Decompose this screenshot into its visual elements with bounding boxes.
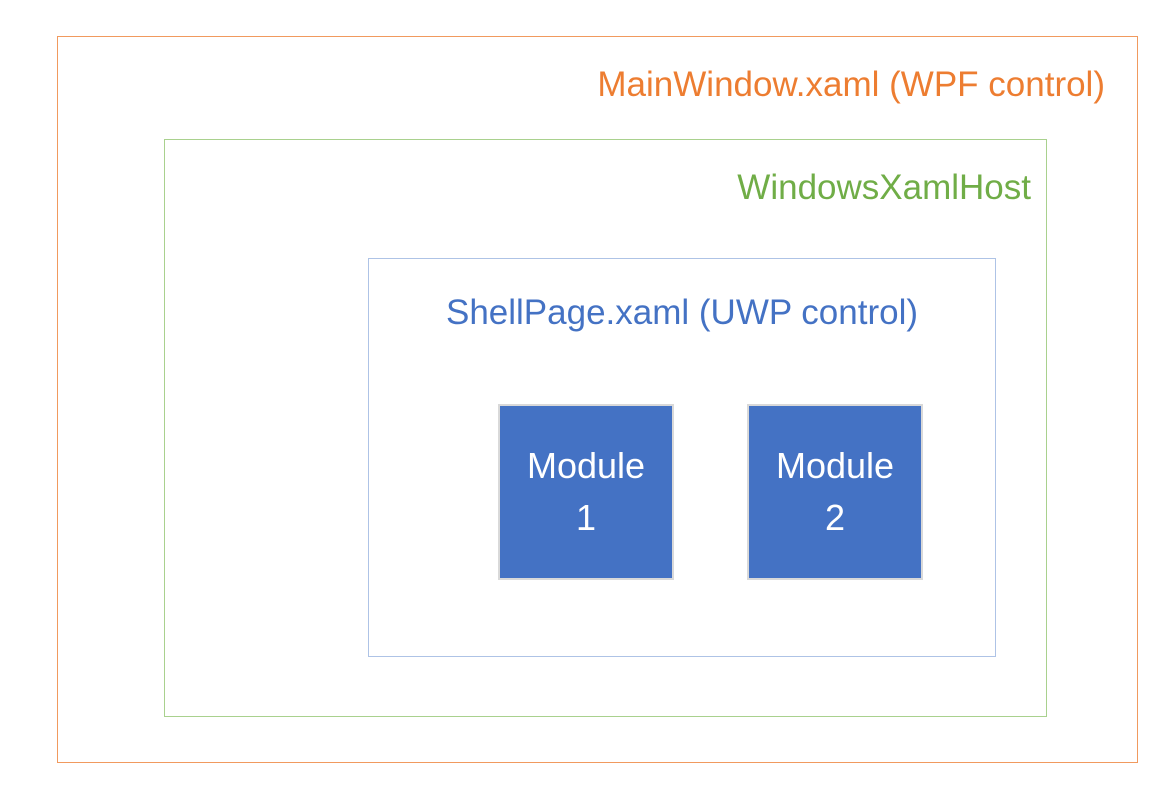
module-1-label-line1: Module (526, 445, 646, 487)
windows-xaml-host-label: WindowsXamlHost (737, 168, 1031, 207)
module-1-label-line2: 1 (575, 497, 597, 538)
mainwindow-wpf-label: MainWindow.xaml (WPF control) (597, 65, 1105, 104)
shellpage-uwp-box: ShellPage.xaml (UWP control) Module 1 Mo… (368, 258, 996, 657)
module-1-box: Module 1 (498, 404, 674, 580)
module-2-label-line1: Module (775, 445, 895, 487)
shellpage-uwp-label: ShellPage.xaml (UWP control) (445, 293, 919, 332)
windows-xaml-host-box: WindowsXamlHost ShellPage.xaml (UWP cont… (164, 139, 1047, 717)
module-2-label-line2: 2 (824, 497, 846, 538)
module-2-box: Module 2 (747, 404, 923, 580)
mainwindow-wpf-box: MainWindow.xaml (WPF control) WindowsXam… (57, 36, 1138, 763)
